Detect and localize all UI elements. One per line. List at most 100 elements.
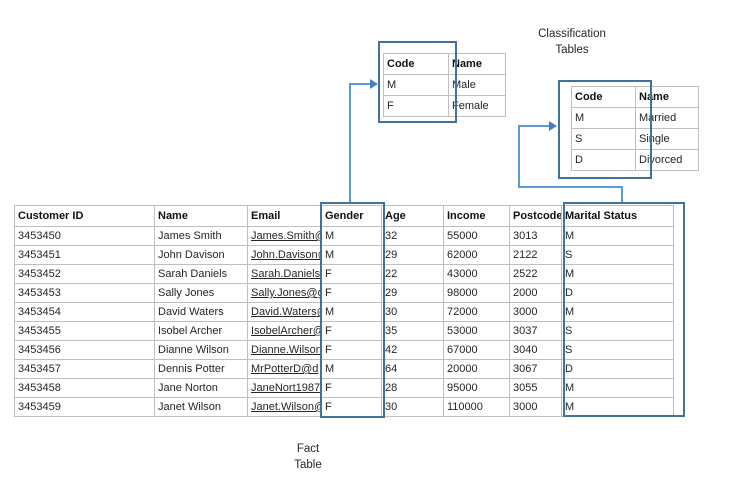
column-header-name: Name: [154, 205, 248, 227]
cell-income: 67000: [443, 340, 510, 360]
cell-postcode: 3067: [509, 359, 562, 379]
cell-customer-id: 3453459: [14, 397, 155, 417]
cell-customer-id: 3453451: [14, 245, 155, 265]
cell-code: F: [383, 95, 449, 117]
cell-income: 55000: [443, 226, 510, 246]
column-header-marital-status: Marital Status: [561, 205, 674, 227]
cell-customer-id: 3453453: [14, 283, 155, 303]
cell-income: 20000: [443, 359, 510, 379]
header-row: Customer ID Name Email Gender Age Income…: [14, 205, 674, 227]
cell-gender: F: [321, 378, 382, 398]
table-row: 3453453 Sally Jones Sally.Jones@g F 29 9…: [14, 283, 674, 303]
fact-table: Customer ID Name Email Gender Age Income…: [14, 205, 674, 417]
cell-postcode: 3013: [509, 226, 562, 246]
cell-postcode: 3037: [509, 321, 562, 341]
fact-label-line1: Fact: [296, 443, 320, 455]
table-row: 3453451 John Davison John.Davison@ M 29 …: [14, 245, 674, 265]
email-link[interactable]: Dianne.Wilson: [247, 340, 322, 360]
email-link[interactable]: Janet.Wilson@: [247, 397, 322, 417]
cell-name: Janet Wilson: [154, 397, 248, 417]
cell-age: 29: [381, 245, 444, 265]
fact-table-label: Fact Table: [274, 441, 342, 473]
email-link[interactable]: IsobelArcher@: [247, 321, 322, 341]
cell-name: Married: [635, 107, 699, 129]
column-header-customer-id: Customer ID: [14, 205, 155, 227]
email-link[interactable]: Sally.Jones@g: [247, 283, 322, 303]
cell-postcode: 2522: [509, 264, 562, 284]
cell-marital-status: D: [561, 283, 674, 303]
cell-name: Sally Jones: [154, 283, 248, 303]
gender-connector-line: [349, 83, 371, 85]
gender-connector-line: [349, 83, 351, 202]
table-row: 3453454 David Waters David.Waters@ M 30 …: [14, 302, 674, 322]
cell-age: 35: [381, 321, 444, 341]
cell-name: Single: [635, 128, 699, 150]
email-link[interactable]: James.Smith@: [247, 226, 322, 246]
column-header-email: Email: [247, 205, 322, 227]
cell-age: 32: [381, 226, 444, 246]
marital-connector-line: [518, 125, 520, 188]
cell-name: Male: [448, 74, 506, 96]
cell-name: Sarah Daniels: [154, 264, 248, 284]
cell-name: Female: [448, 95, 506, 117]
cell-name: David Waters: [154, 302, 248, 322]
email-link[interactable]: Sarah.Daniels@: [247, 264, 322, 284]
table-row: M Male: [383, 74, 506, 96]
marital-connector-line: [518, 125, 550, 127]
cell-gender: M: [321, 226, 382, 246]
cell-income: 72000: [443, 302, 510, 322]
table-row: 3453459 Janet Wilson Janet.Wilson@ F 30 …: [14, 397, 674, 417]
cell-customer-id: 3453458: [14, 378, 155, 398]
cell-postcode: 3000: [509, 397, 562, 417]
cell-gender: F: [321, 340, 382, 360]
cell-gender: M: [321, 245, 382, 265]
column-header-name: Name: [635, 86, 699, 108]
table-row: M Married: [571, 107, 699, 129]
email-link[interactable]: John.Davison@: [247, 245, 322, 265]
table-row: Code Name: [383, 53, 506, 75]
cell-postcode: 2000: [509, 283, 562, 303]
table-row: D Divorced: [571, 149, 699, 171]
cell-customer-id: 3453457: [14, 359, 155, 379]
cell-marital-status: M: [561, 378, 674, 398]
table-row: 3453450 James Smith James.Smith@ M 32 55…: [14, 226, 674, 246]
column-header-code: Code: [383, 53, 449, 75]
cell-marital-status: D: [561, 359, 674, 379]
cell-age: 64: [381, 359, 444, 379]
cell-income: 95000: [443, 378, 510, 398]
cell-name: Jane Norton: [154, 378, 248, 398]
cell-age: 30: [381, 397, 444, 417]
cell-name: Divorced: [635, 149, 699, 171]
cell-code: M: [571, 107, 636, 129]
cell-customer-id: 3453456: [14, 340, 155, 360]
email-link[interactable]: David.Waters@: [247, 302, 322, 322]
cell-name: James Smith: [154, 226, 248, 246]
table-row: Code Name: [571, 86, 699, 108]
cell-marital-status: S: [561, 245, 674, 265]
cell-name: John Davison: [154, 245, 248, 265]
cell-gender: M: [321, 359, 382, 379]
marital-connector-line: [518, 186, 623, 188]
cell-age: 22: [381, 264, 444, 284]
classification-tables-label: Classification Tables: [512, 26, 632, 58]
table-row: 3453456 Dianne Wilson Dianne.Wilson F 42…: [14, 340, 674, 360]
cell-marital-status: S: [561, 340, 674, 360]
cell-gender: F: [321, 283, 382, 303]
cell-income: 43000: [443, 264, 510, 284]
cell-age: 30: [381, 302, 444, 322]
column-header-postcode: Postcode: [509, 205, 562, 227]
cell-customer-id: 3453455: [14, 321, 155, 341]
cell-income: 98000: [443, 283, 510, 303]
table-row: 3453455 Isobel Archer IsobelArcher@ F 35…: [14, 321, 674, 341]
cell-name: Dennis Potter: [154, 359, 248, 379]
cell-customer-id: 3453452: [14, 264, 155, 284]
column-header-income: Income: [443, 205, 510, 227]
cell-age: 42: [381, 340, 444, 360]
cell-code: D: [571, 149, 636, 171]
cell-income: 110000: [443, 397, 510, 417]
email-link[interactable]: JaneNort1987: [247, 378, 322, 398]
cell-marital-status: M: [561, 226, 674, 246]
cell-postcode: 3055: [509, 378, 562, 398]
arrowhead-icon: [549, 121, 557, 131]
email-link[interactable]: MrPotterD@d: [247, 359, 322, 379]
